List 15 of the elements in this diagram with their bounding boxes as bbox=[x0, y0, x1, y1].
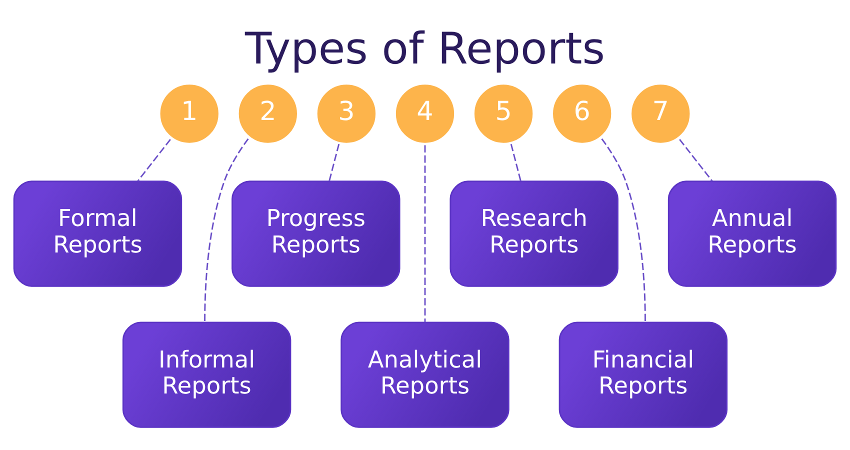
node-box: Progress Reports bbox=[232, 180, 400, 287]
diagram-title: Types of Reports bbox=[244, 24, 606, 75]
node-box: Financial Reports bbox=[558, 322, 728, 428]
node-box: Research Reports bbox=[450, 180, 618, 287]
connector bbox=[137, 139, 171, 182]
connector bbox=[424, 145, 426, 322]
node-box: Annual Reports bbox=[668, 180, 837, 287]
connector bbox=[204, 138, 249, 322]
connector bbox=[328, 144, 340, 182]
connector bbox=[601, 138, 646, 322]
node-box: Formal Reports bbox=[13, 180, 182, 287]
connector bbox=[679, 139, 713, 182]
node-box: Analytical Reports bbox=[340, 322, 510, 428]
node-box: Informal Reports bbox=[122, 322, 292, 428]
connector bbox=[510, 144, 522, 182]
